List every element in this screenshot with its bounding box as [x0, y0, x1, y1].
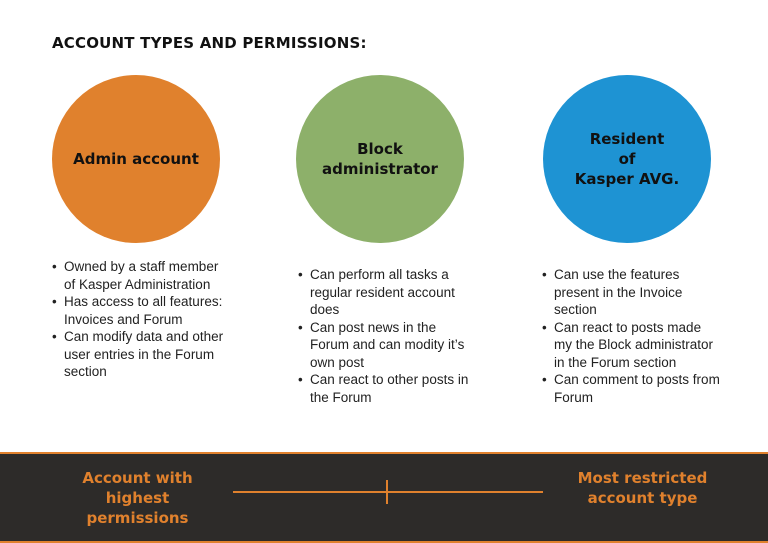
list-item: Can react to posts made my the Block adm… [542, 319, 722, 372]
scale-midpoint-tick [386, 480, 388, 504]
admin-permissions-list: Owned by a staff member of Kasper Admini… [52, 258, 232, 381]
highest-permissions-label: Account with highest permissions [82, 469, 193, 527]
list-item: Can perform all tasks a regular resident… [298, 266, 478, 319]
most-restricted-label: Most restricted account type [577, 469, 708, 507]
resident-permissions-list: Can use the features present in the Invo… [542, 266, 722, 406]
page-title: ACCOUNT TYPES AND PERMISSIONS: [52, 34, 367, 52]
resident-circle: Resident of Kasper AVG. [543, 75, 711, 243]
list-item: Can post news in the Forum and can modit… [298, 319, 478, 372]
list-item: Has access to all features: Invoices and… [52, 293, 232, 328]
list-item: Can comment to posts from Forum [542, 371, 722, 406]
list-item: Can react to other posts in the Forum [298, 371, 478, 406]
permission-scale-bar: Account with highest permissions Most re… [0, 452, 768, 543]
list-item: Can use the features present in the Invo… [542, 266, 722, 319]
block-administrator-permissions-list: Can perform all tasks a regular resident… [298, 266, 478, 406]
block-administrator-circle: Block administrator [296, 75, 464, 243]
list-item: Can modify data and other user entries i… [52, 328, 232, 381]
admin-account-circle: Admin account [52, 75, 220, 243]
scale-line [233, 491, 543, 493]
list-item: Owned by a staff member of Kasper Admini… [52, 258, 232, 293]
